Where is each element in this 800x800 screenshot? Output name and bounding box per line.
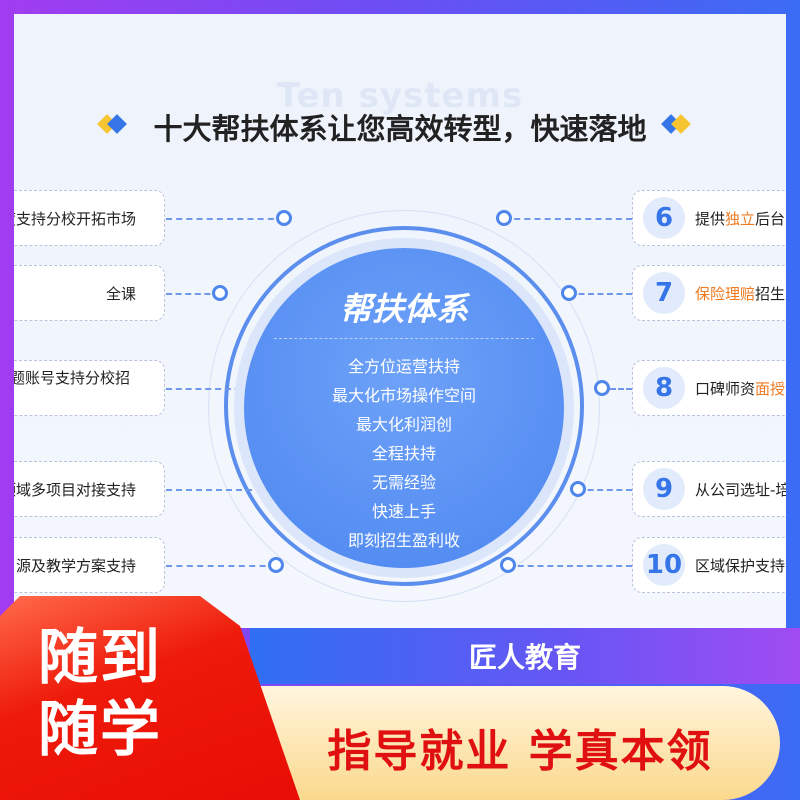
ghost-heading: Ten systems	[276, 76, 524, 116]
center-item: 全程扶持	[371, 444, 436, 463]
right-card: 7 保险理赔招生工	[632, 265, 786, 321]
card-number: 9	[643, 468, 685, 510]
left-card: 刷题账号支持分校招生	[14, 360, 165, 416]
center-item: 最大化利润创	[355, 415, 452, 434]
node-dot	[276, 210, 292, 226]
badge-line-1: 随到	[38, 623, 162, 693]
node-dot	[496, 210, 512, 226]
divider	[274, 338, 534, 339]
card-text: 保险理赔招生工	[695, 284, 786, 303]
center-item: 全方位运营扶持	[347, 357, 460, 376]
content-panel: Ten systems 十大帮扶体系让您高效转型，快速落地 度支持分校开拓市场全…	[14, 14, 786, 628]
center-item: 快速上手	[371, 502, 436, 521]
right-card: 8 口碑师资面授课	[632, 360, 786, 416]
brand-band	[250, 628, 800, 684]
card-text: 刷题账号支持分校招生	[14, 369, 131, 387]
left-card: 全课	[14, 265, 165, 321]
card-text: 区域保护支持，	[695, 556, 786, 575]
center-item: 无需经验	[371, 473, 436, 492]
card-text: 源及教学方案支持	[15, 556, 136, 575]
card-text: 度支持分校开拓市场	[14, 209, 136, 228]
left-card: 源及教学方案支持	[14, 537, 165, 593]
badge-text: 随到随学	[38, 622, 162, 766]
card-text: 从公司选址-培训	[695, 480, 786, 499]
node-dot	[594, 380, 610, 396]
connector	[504, 218, 632, 220]
center-circle: 帮扶体系 全方位运营扶持最大化市场操作空间最大化利润创全程扶持无需经验快速上手即…	[244, 248, 564, 568]
card-text: 口碑师资面授课	[695, 379, 786, 398]
connector	[569, 293, 632, 295]
node-dot	[500, 557, 516, 573]
brand-name: 匠人教育	[468, 641, 581, 674]
center-item: 即刻招生盈利收	[347, 531, 460, 550]
left-card: 度支持分校开拓市场	[14, 190, 165, 246]
card-number: 6	[643, 197, 685, 239]
center-list: 全方位运营扶持最大化市场操作空间最大化利润创全程扶持无需经验快速上手即刻招生盈利…	[244, 352, 564, 555]
connector	[166, 565, 276, 567]
connector	[602, 388, 632, 390]
center-item: 最大化市场操作空间	[331, 386, 476, 405]
card-number: 7	[643, 272, 685, 314]
slogan-pill	[240, 686, 780, 800]
connector	[508, 565, 632, 567]
node-dot	[212, 285, 228, 301]
card-number: 10	[643, 544, 685, 586]
outer-ring	[208, 210, 600, 602]
inner-ring	[224, 226, 584, 586]
connector	[166, 293, 220, 295]
center-title: 帮扶体系	[339, 290, 468, 328]
right-card: 9 从公司选址-培训	[632, 461, 786, 517]
right-card: 6 提供独立后台网	[632, 190, 786, 246]
badge-line-2: 随学	[38, 695, 162, 765]
node-dot	[570, 481, 586, 497]
right-card: 10 区域保护支持，	[632, 537, 786, 593]
card-text: 提供独立后台网	[695, 209, 786, 228]
page-title: 十大帮扶体系让您高效转型，快速落地	[153, 112, 647, 146]
card-text: 领域多项目对接支持	[14, 480, 136, 499]
connector	[578, 489, 632, 491]
node-dot	[268, 557, 284, 573]
card-text: 全课	[105, 284, 136, 303]
node-dot	[561, 285, 577, 301]
card-number: 8	[643, 367, 685, 409]
diamond-icon	[661, 114, 694, 134]
connector	[166, 218, 284, 220]
slogan: 指导就业 学真本领	[327, 726, 713, 777]
left-card: 领域多项目对接支持	[14, 461, 165, 517]
